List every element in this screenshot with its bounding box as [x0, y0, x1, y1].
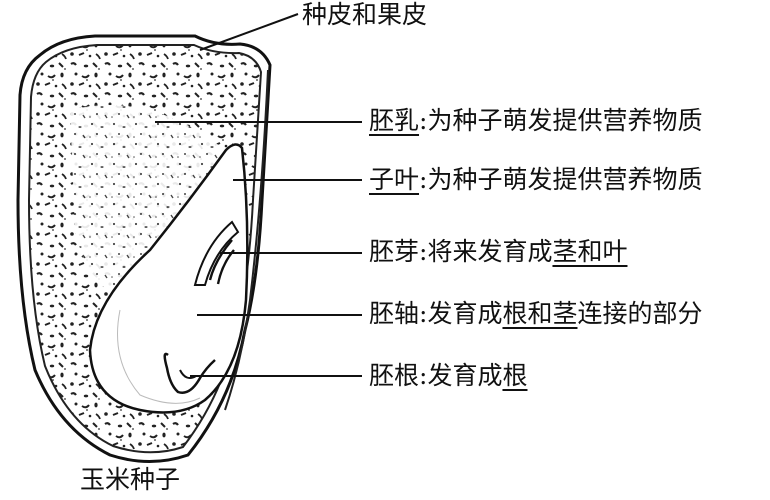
hypocotyl-desc-tail: 连接的部分	[577, 299, 703, 328]
label-plumule: 胚芽:将来发育成茎和叶	[369, 237, 627, 267]
hypocotyl-desc: 发育成	[427, 299, 503, 328]
plumule-desc: 将来发育成	[427, 237, 553, 266]
leader-pericarp	[199, 13, 299, 51]
endosperm-desc: 为种子萌发提供营养物质	[427, 106, 703, 135]
diagram-caption: 玉米种子	[80, 465, 181, 494]
endosperm-term: 胚乳	[369, 106, 420, 135]
cotyledon-desc: 为种子萌发提供营养物质	[427, 165, 703, 194]
radicle-shape	[163, 352, 216, 394]
endosperm-sep: :	[419, 106, 428, 135]
radicle-desc: 发育成	[427, 361, 503, 390]
label-radicle: 胚根:发育成根	[369, 361, 527, 391]
hypocotyl-desc-underlined: 根和茎	[502, 299, 578, 328]
label-cotyledon: 子叶:为种子萌发提供营养物质	[369, 165, 702, 195]
label-hypocotyl: 胚轴:发育成根和茎连接的部分	[369, 299, 703, 329]
plumule-desc-underlined: 茎和叶	[552, 237, 628, 266]
pericarp-text: 种皮和果皮	[302, 0, 428, 29]
hypocotyl-sep: :	[419, 299, 428, 328]
radicle-desc-underlined: 根	[502, 361, 528, 390]
plumule-shape	[193, 220, 240, 286]
hypocotyl-term: 胚轴	[369, 299, 420, 328]
radicle-term: 胚根	[369, 361, 420, 390]
label-pericarp: 种皮和果皮	[302, 0, 427, 30]
cotyledon-shape	[88, 143, 249, 414]
cotyledon-term: 子叶	[369, 165, 420, 194]
label-endosperm: 胚乳:为种子萌发提供营养物质	[369, 106, 702, 136]
radicle-sep: :	[419, 361, 428, 390]
plumule-sep: :	[419, 237, 428, 266]
cotyledon-sep: :	[419, 165, 428, 194]
plumule-term: 胚芽	[369, 237, 420, 266]
